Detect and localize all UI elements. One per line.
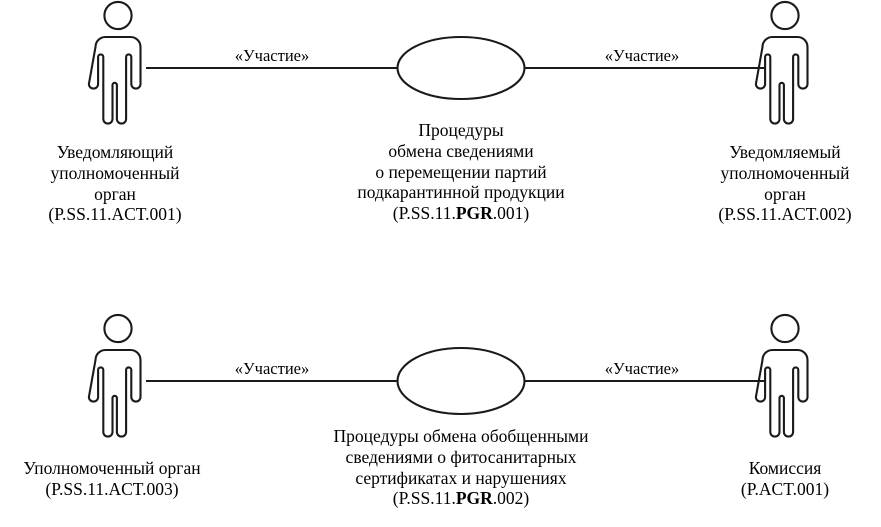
usecase-label-line: Процедуры обмена обобщенными xyxy=(333,426,589,446)
usecase-label-line: сведениями о фитосанитарных xyxy=(345,446,577,467)
actor-notifying-authority-icon xyxy=(87,0,142,125)
usecase-code-prefix: (P.SS.11. xyxy=(392,488,456,509)
assoc-bottom-left-label: «Участие» xyxy=(234,359,310,378)
actor-label-line: Уполномоченный орган xyxy=(23,458,201,478)
usecase-code-label: (P.SS.11.PGR.001) xyxy=(311,203,611,224)
usecase-aggregate-info-exchange-ellipse[interactable] xyxy=(396,346,526,416)
assoc-bottom-right-label: «Участие» xyxy=(604,359,680,378)
actor-label-line: Уведомляемый xyxy=(729,142,841,162)
usecase-aggregate-info-exchange-label: Процедуры обмена обобщенными сведениями … xyxy=(296,426,626,509)
usecase-code-suffix: .002) xyxy=(492,488,530,509)
actor-authority-label: Уполномоченный орган (P.SS.11.ACT.003) xyxy=(0,458,228,500)
usecase-code-prefix: (P.SS.11. xyxy=(392,203,456,224)
usecase-code-bold: PGR xyxy=(455,203,493,224)
actor-label-line: орган xyxy=(94,183,136,204)
actor-notifying-authority-label: Уведомляющий уполномоченный орган (P.SS.… xyxy=(6,142,224,225)
actor-label-line: Уведомляющий xyxy=(56,142,174,162)
actor-code-label: (P.SS.11.ACT.003) xyxy=(45,478,179,499)
actor-notified-authority-icon xyxy=(754,0,809,125)
actor-label-line: уполномоченный xyxy=(720,162,850,183)
usecase-code-suffix: .001) xyxy=(492,203,530,224)
actor-label-line: Комиссия xyxy=(748,458,822,478)
actor-authority-icon xyxy=(87,313,142,438)
actor-notified-authority-label: Уведомляемый уполномоченный орган (P.SS.… xyxy=(676,142,881,225)
usecase-label-line: обмена сведениями xyxy=(388,140,534,161)
usecase-label-line: подкарантинной продукции xyxy=(357,182,565,203)
assoc-top-right-label: «Участие» xyxy=(604,46,680,65)
usecase-code-label: (P.SS.11.PGR.002) xyxy=(296,488,626,509)
usecase-consignment-info-exchange-ellipse[interactable] xyxy=(396,35,526,101)
actor-code-label: (P.SS.11.ACT.001) xyxy=(48,204,182,225)
actor-code-label: (P.SS.11.ACT.002) xyxy=(718,204,852,225)
actor-commission-icon xyxy=(754,313,809,438)
actor-label-line: уполномоченный xyxy=(50,162,180,183)
actor-commission-label: Комиссия (P.ACT.001) xyxy=(676,458,881,500)
usecase-label-line: о перемещении партий xyxy=(375,161,547,182)
usecase-code-bold: PGR xyxy=(455,488,493,509)
assoc-top-left-label: «Участие» xyxy=(234,46,310,65)
usecase-label-line: Процедуры xyxy=(418,120,504,140)
usecase-consignment-info-exchange-label: Процедуры обмена сведениями о перемещени… xyxy=(311,120,611,224)
usecase-label-line: сертификатах и нарушениях xyxy=(355,467,567,488)
actor-code-label: (P.ACT.001) xyxy=(740,478,830,499)
actor-label-line: орган xyxy=(764,183,806,204)
